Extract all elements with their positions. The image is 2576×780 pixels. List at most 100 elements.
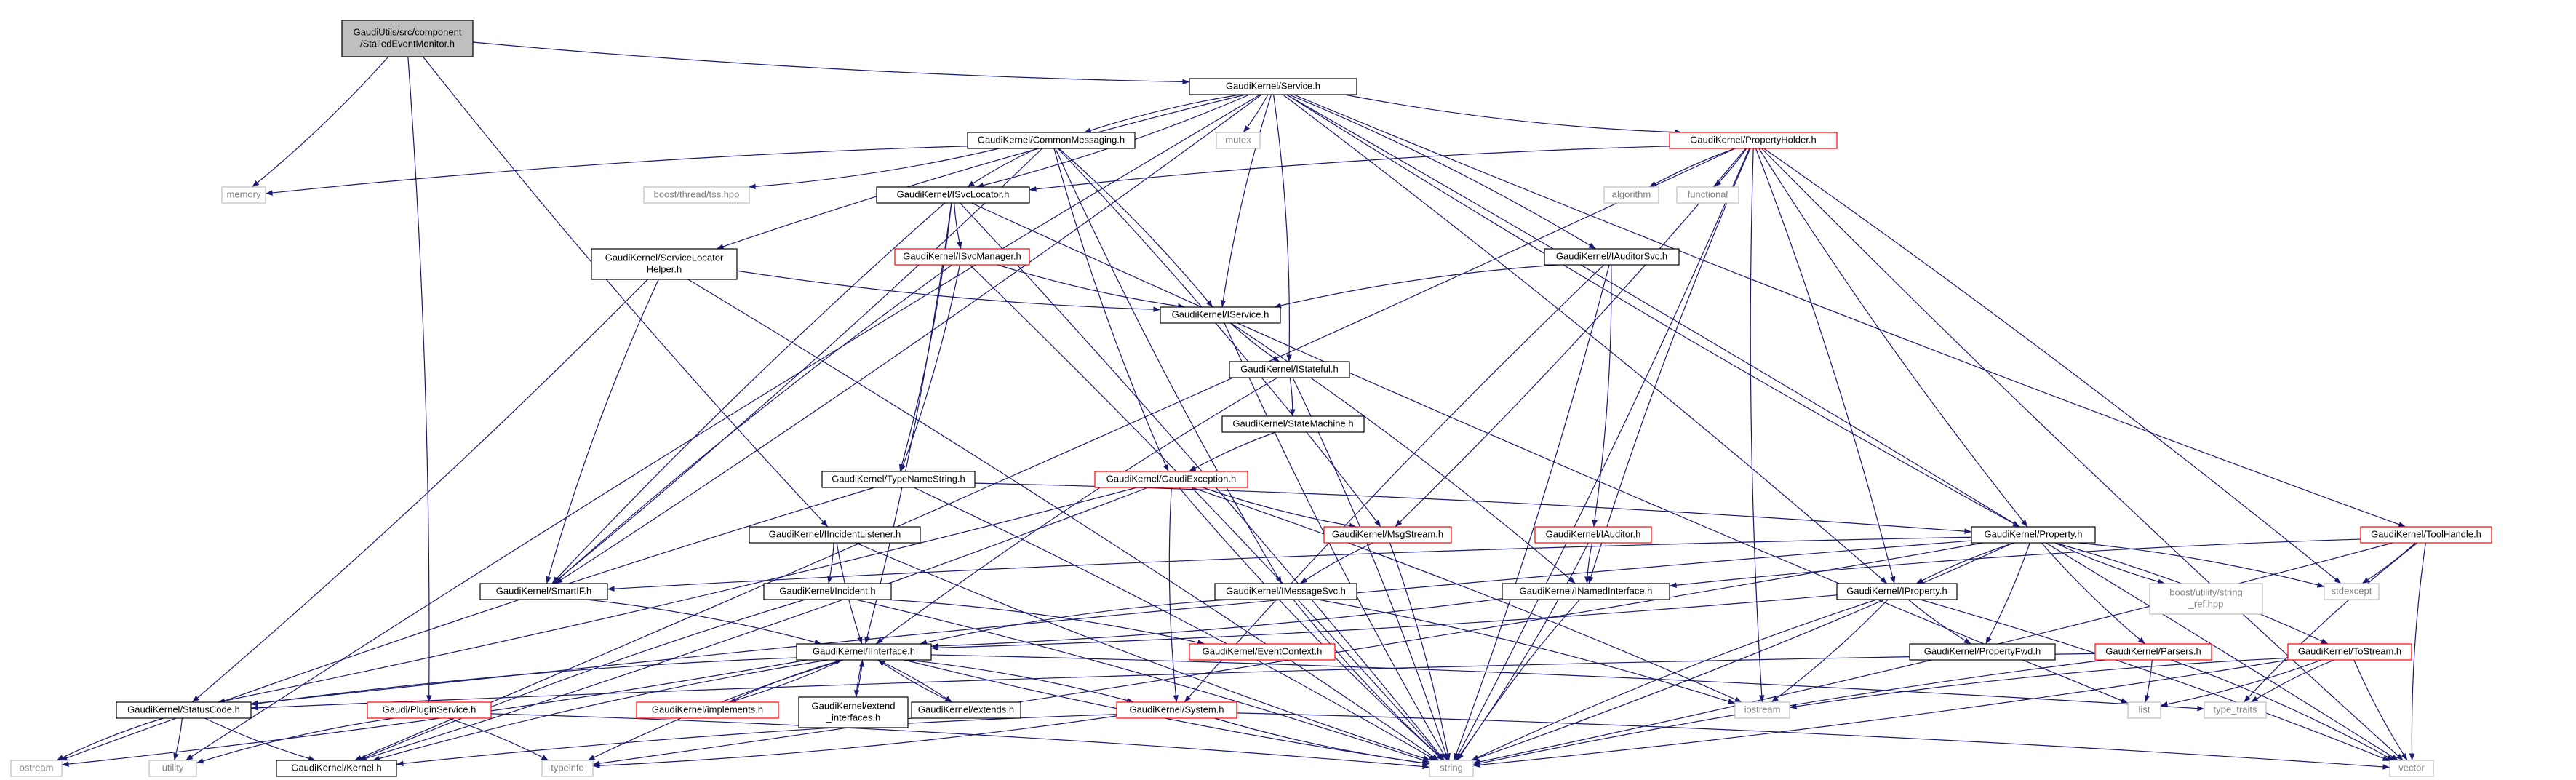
node-iincidentlistener-label: GaudiKernel/IIncidentListener.h bbox=[769, 528, 901, 539]
edge-service-to-istateful bbox=[1273, 94, 1292, 362]
node-imessagesvc-box bbox=[1214, 583, 1357, 600]
node-commonmsg[interactable]: GaudiKernel/CommonMessaging.h bbox=[967, 132, 1136, 149]
node-eventcontext-label: GaudiKernel/EventContext.h bbox=[1203, 645, 1323, 656]
edge-service-to-smartif bbox=[555, 94, 1262, 584]
node-boostref: boost/utility/string_ref.hpp bbox=[2149, 583, 2263, 615]
node-gaudiexception-box bbox=[1094, 471, 1248, 488]
node-kernel-box bbox=[276, 760, 397, 777]
edge-iauditorsvc-to-iservice bbox=[1274, 264, 1558, 309]
edge-istateful-to-string bbox=[1292, 377, 1449, 761]
node-iostream-box bbox=[1734, 701, 1790, 719]
edge-iauditorsvc-to-iauditor bbox=[1592, 264, 1612, 528]
edge-gaudiexception-to-statuscode bbox=[218, 487, 1138, 704]
node-implements[interactable]: GaudiKernel/implements.h bbox=[636, 701, 779, 719]
node-typenamestring[interactable]: GaudiKernel/TypeNameString.h bbox=[821, 471, 976, 488]
node-toolhandle-label: GaudiKernel/ToolHandle.h bbox=[2371, 528, 2481, 539]
node-smartif[interactable]: GaudiKernel/SmartIF.h bbox=[479, 583, 608, 600]
node-system[interactable]: GaudiKernel/System.h bbox=[1116, 701, 1237, 719]
edge-toolhandle-to-stdexcept bbox=[2361, 542, 2416, 584]
node-iservice-box bbox=[1160, 306, 1281, 324]
node-extendinterfaces-box bbox=[798, 696, 909, 728]
node-iincident[interactable]: GaudiKernel/Incident.h bbox=[763, 583, 892, 600]
edge-iinterface-to-statuscode bbox=[250, 657, 797, 707]
node-root[interactable]: GaudiUtils/src/component/StalledEventMon… bbox=[341, 20, 474, 57]
node-property[interactable]: GaudiKernel/Property.h bbox=[1971, 526, 2096, 544]
node-implements-box bbox=[636, 701, 779, 719]
node-isvclocator[interactable]: GaudiKernel/ISvcLocator.h bbox=[876, 186, 1030, 204]
edge-imessagesvc-to-string bbox=[1293, 599, 1445, 761]
node-eventcontext[interactable]: GaudiKernel/EventContext.h bbox=[1189, 643, 1336, 661]
edge-iauditor-to-string bbox=[1456, 542, 1589, 761]
node-root-label: /StalledEventMonitor.h bbox=[360, 38, 455, 49]
node-string: string bbox=[1429, 760, 1474, 777]
node-service-label: GaudiKernel/Service.h bbox=[1226, 80, 1320, 91]
node-vector-box bbox=[2389, 760, 2434, 777]
node-functional-box bbox=[1676, 186, 1739, 204]
node-istateful[interactable]: GaudiKernel/IStateful.h bbox=[1229, 361, 1350, 378]
edge-extendinterfaces-to-iinterface bbox=[856, 659, 865, 698]
node-typenamestring-box bbox=[821, 471, 976, 488]
edge-pluginservice-to-utility bbox=[196, 717, 394, 764]
node-inamedinterface[interactable]: GaudiKernel/INamedInterface.h bbox=[1502, 583, 1670, 600]
node-pluginservice[interactable]: Gaudi/PluginService.h bbox=[367, 701, 492, 719]
edge-propholder-to-kernel bbox=[354, 148, 1736, 761]
node-functional-label: functional bbox=[1688, 188, 1728, 199]
node-iincident-label: GaudiKernel/Incident.h bbox=[779, 585, 875, 596]
edge-isvcmanager-to-typenamestring bbox=[900, 264, 960, 472]
edge-system-to-vector bbox=[1236, 712, 2390, 770]
node-kernel[interactable]: GaudiKernel/Kernel.h bbox=[276, 760, 397, 777]
node-tostream[interactable]: GaudiKernel/ToStream.h bbox=[2287, 643, 2412, 661]
edge-service-to-iservice bbox=[1220, 94, 1272, 308]
node-service[interactable]: GaudiKernel/Service.h bbox=[1189, 78, 1357, 95]
dependency-edges bbox=[56, 41, 2426, 770]
edge-propholder-to-msgstream bbox=[1395, 148, 1747, 528]
node-parsers-box bbox=[2094, 643, 2212, 661]
node-statemachine[interactable]: GaudiKernel/StateMachine.h bbox=[1221, 415, 1365, 433]
edge-istateful-to-iinterface bbox=[875, 377, 1278, 645]
node-utility-label: utility bbox=[162, 762, 184, 773]
edge-iauditor-to-inamedinterface bbox=[1584, 542, 1593, 584]
node-extends[interactable]: GaudiKernel/extends.h bbox=[911, 701, 1021, 719]
node-iservice[interactable]: GaudiKernel/IService.h bbox=[1160, 306, 1281, 324]
edge-property-to-string bbox=[1471, 542, 2014, 761]
node-extendinterfaces-label: GaudiKernel/extend bbox=[812, 700, 896, 711]
node-istateful-box bbox=[1229, 361, 1350, 378]
node-threadtss-box bbox=[643, 186, 750, 204]
node-iproperty[interactable]: GaudiKernel/IProperty.h bbox=[1836, 583, 1958, 600]
node-iinterface[interactable]: GaudiKernel/IInterface.h bbox=[796, 643, 932, 661]
node-iincidentlistener[interactable]: GaudiKernel/IIncidentListener.h bbox=[749, 526, 921, 544]
node-propertyfwd[interactable]: GaudiKernel/PropertyFwd.h bbox=[1909, 643, 2056, 661]
node-propholder[interactable]: GaudiKernel/PropertyHolder.h bbox=[1669, 132, 1838, 149]
edge-statuscode-to-ostream bbox=[56, 717, 164, 761]
node-iservice-label: GaudiKernel/IService.h bbox=[1172, 309, 1269, 319]
edge-propholder-to-algorithm bbox=[1648, 148, 1736, 188]
node-msgstream[interactable]: GaudiKernel/MsgStream.h bbox=[1323, 526, 1452, 544]
node-iauditorsvc[interactable]: GaudiKernel/IAuditorSvc.h bbox=[1544, 248, 1680, 266]
node-toolhandle[interactable]: GaudiKernel/ToolHandle.h bbox=[2360, 526, 2492, 544]
node-typenamestring-label: GaudiKernel/TypeNameString.h bbox=[832, 473, 965, 484]
edge-propholder-to-property bbox=[1758, 148, 2028, 528]
node-imessagesvc[interactable]: GaudiKernel/IMessageSvc.h bbox=[1214, 583, 1357, 600]
edge-service-to-vector bbox=[1286, 94, 2398, 761]
node-parsers[interactable]: GaudiKernel/Parsers.h bbox=[2094, 643, 2212, 661]
node-gaudiexception[interactable]: GaudiKernel/GaudiException.h bbox=[1094, 471, 1248, 488]
node-list: list bbox=[2127, 701, 2161, 719]
node-extends-box bbox=[911, 701, 1021, 719]
edge-property-to-boostref bbox=[2054, 542, 2165, 585]
edge-root-to-memory bbox=[252, 56, 389, 188]
node-statemachine-label: GaudiKernel/StateMachine.h bbox=[1232, 418, 1353, 429]
edge-imessagesvc-to-iostream bbox=[1317, 599, 1736, 704]
edge-property-to-stdexcept bbox=[2078, 542, 2325, 588]
node-extendinterfaces[interactable]: GaudiKernel/extend_interfaces.h bbox=[798, 696, 909, 728]
edge-toolhandle-to-typetraits bbox=[2244, 542, 2418, 703]
node-statuscode-label: GaudiKernel/StatusCode.h bbox=[127, 704, 240, 715]
node-isvcmanager[interactable]: GaudiKernel/ISvcManager.h bbox=[894, 248, 1030, 266]
node-iauditor[interactable]: GaudiKernel/IAuditor.h bbox=[1534, 526, 1652, 544]
edge-tostream-to-list bbox=[2160, 659, 2322, 707]
edge-tostream-to-string bbox=[1472, 659, 2289, 768]
edge-iproperty-to-iostream bbox=[1771, 599, 1889, 703]
node-statuscode[interactable]: GaudiKernel/StatusCode.h bbox=[116, 701, 252, 719]
node-isvcmanager-label: GaudiKernel/ISvcManager.h bbox=[903, 250, 1021, 261]
edge-service-to-toolhandle bbox=[1293, 94, 2406, 528]
